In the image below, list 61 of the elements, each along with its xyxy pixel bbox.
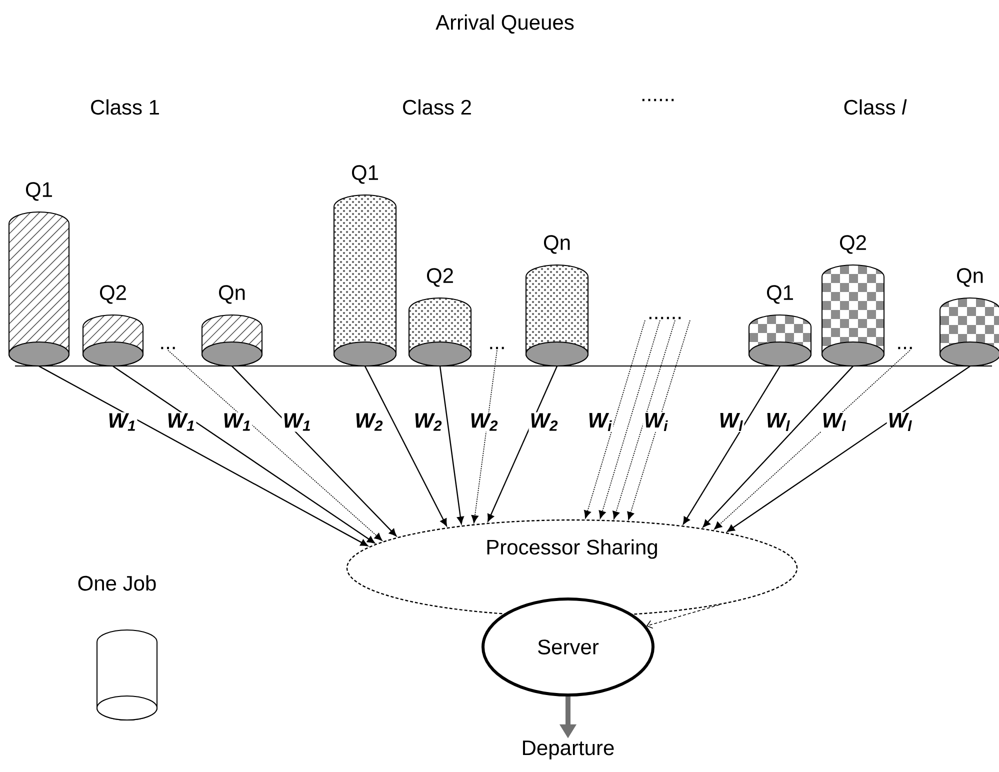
edge-label: W$_{l}$	[767, 413, 790, 431]
edge-label: W$_{i}$	[589, 413, 612, 431]
edge-label: W$_{l}$	[720, 413, 743, 431]
node-label: Q1	[26, 182, 52, 201]
queue-cylinder: Q2	[408, 268, 472, 366]
arrow	[439, 366, 464, 524]
node-label: Q2	[100, 285, 126, 304]
arrow	[682, 366, 781, 524]
arrow	[364, 366, 447, 526]
edge-label: W$_{1}$	[168, 413, 194, 431]
arrow	[598, 320, 660, 519]
arrow	[646, 604, 720, 629]
arrow	[38, 366, 368, 546]
edge-label: W$_{2}$	[415, 413, 442, 431]
node-label: Q2	[840, 235, 866, 254]
edge-label: W$_{l}$	[889, 413, 912, 431]
ellipsis-text: ...	[898, 346, 912, 350]
queue-cylinder: Q1	[748, 285, 812, 366]
arrow	[112, 366, 375, 544]
queue-cylinder: Q1	[8, 182, 70, 366]
edge-label: W$_{1}$	[224, 413, 250, 431]
arrow	[702, 366, 854, 528]
node-label: Qn	[218, 285, 245, 304]
arrow	[584, 320, 646, 519]
queue-cylinder: Q2	[822, 235, 884, 366]
arrow	[232, 366, 397, 536]
title: Arrival Queues	[436, 14, 574, 34]
arrow	[727, 366, 970, 532]
arrow	[488, 366, 558, 522]
edge-label: W$_{1}$	[109, 413, 135, 431]
node-label: One Job	[78, 575, 156, 591]
node-label: Q2	[426, 268, 453, 287]
label-text: Class l	[844, 99, 907, 115]
edge-label: W$_{2}$	[531, 413, 558, 431]
departure-text: Departure	[523, 740, 614, 760]
arrow	[612, 320, 676, 520]
ellipsis-text: ......	[649, 316, 681, 320]
label-text: Class 2	[403, 99, 471, 115]
edge-label: W$_{l}$	[823, 413, 846, 431]
edge-label: W$_{2}$	[471, 413, 498, 431]
label-text: ......	[642, 98, 674, 102]
arrow	[471, 350, 498, 524]
queue-cylinder: Q2	[82, 285, 144, 366]
node-label: Q1	[766, 285, 793, 304]
ellipsis-text: ...	[161, 346, 175, 350]
label-text: Class 1	[91, 99, 159, 115]
edge-label: W$_{1}$	[284, 413, 310, 431]
queue-cylinder: Q1	[334, 165, 396, 366]
arrow	[627, 320, 690, 520]
ellipsis-text: ...	[490, 346, 504, 350]
queue-cylinder: Qn	[940, 268, 999, 366]
node-label: Q1	[352, 165, 378, 184]
arrow	[168, 350, 382, 541]
queue-cylinder: Qn	[202, 285, 262, 366]
node-label: Qn	[956, 268, 983, 287]
job-cylinder: One Job	[78, 575, 158, 720]
queue-cylinder: Qn	[526, 235, 588, 366]
edge-label: W$_{2}$	[356, 413, 383, 431]
node-label: Qn	[544, 235, 570, 254]
edge-label: W$_{i}$	[645, 413, 668, 431]
arrow	[714, 350, 910, 530]
